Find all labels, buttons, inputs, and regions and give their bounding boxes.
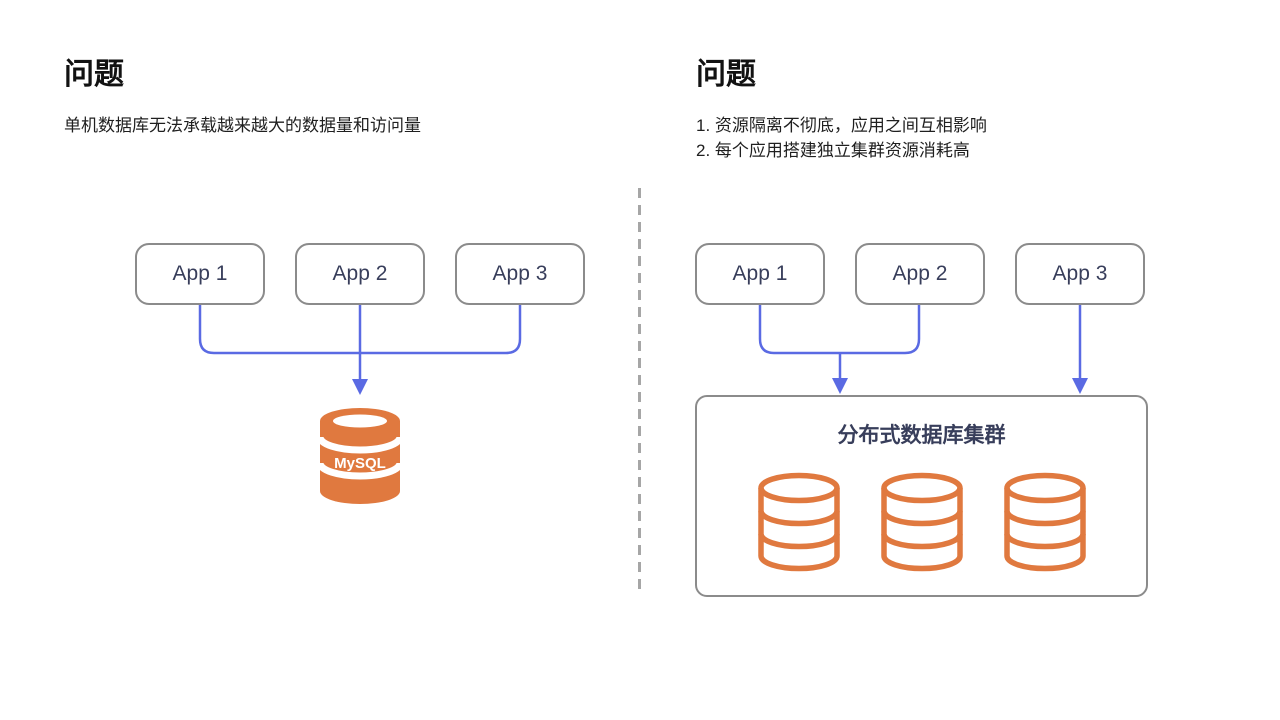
cluster-label: 分布式数据库集群 [837, 424, 1006, 447]
mysql-label: MySQL [334, 455, 386, 472]
left-app2-box: App 2 [295, 243, 425, 305]
right-panel-issue-list: 1. 资源隔离不彻底，应用之间互相影响 2. 每个应用搭建独立集群资源消耗高 [696, 113, 987, 163]
right-app2-label: App 2 [892, 262, 948, 285]
right-merge-connector [758, 305, 921, 355]
right-app3-arrowhead-icon [1072, 378, 1088, 394]
right-app2-box: App 2 [855, 243, 985, 305]
database-cylinder-icon [880, 472, 963, 572]
left-app3-label: App 3 [492, 262, 548, 285]
mysql-database-icon: MySQL [316, 408, 404, 504]
left-panel-subtitle: 单机数据库无法承载越来越大的数据量和访问量 [64, 116, 421, 135]
left-app1-box: App 1 [135, 243, 265, 305]
left-app1-label: App 1 [172, 262, 228, 285]
left-panel-title: 问题 [64, 58, 124, 91]
right-app3-label: App 3 [1052, 262, 1108, 285]
database-cylinder-icon [757, 472, 840, 572]
right-app1-box: App 1 [695, 243, 825, 305]
left-app2-label: App 2 [332, 262, 388, 285]
issue-item-2: 2. 每个应用搭建独立集群资源消耗高 [696, 141, 970, 160]
left-app3-box: App 3 [455, 243, 585, 305]
right-panel-title: 问题 [696, 58, 756, 91]
cluster-box: 分布式数据库集群 [695, 395, 1148, 597]
right-app3-box: App 3 [1015, 243, 1145, 305]
left-arrowhead-icon [352, 379, 368, 395]
cluster-database-row [697, 472, 1146, 572]
database-cylinder-icon [1003, 472, 1086, 572]
left-merge-connector [198, 305, 522, 355]
right-merge-arrowhead-icon [832, 378, 848, 394]
issue-item-1: 1. 资源隔离不彻底，应用之间互相影响 [696, 116, 987, 135]
right-app1-label: App 1 [732, 262, 788, 285]
